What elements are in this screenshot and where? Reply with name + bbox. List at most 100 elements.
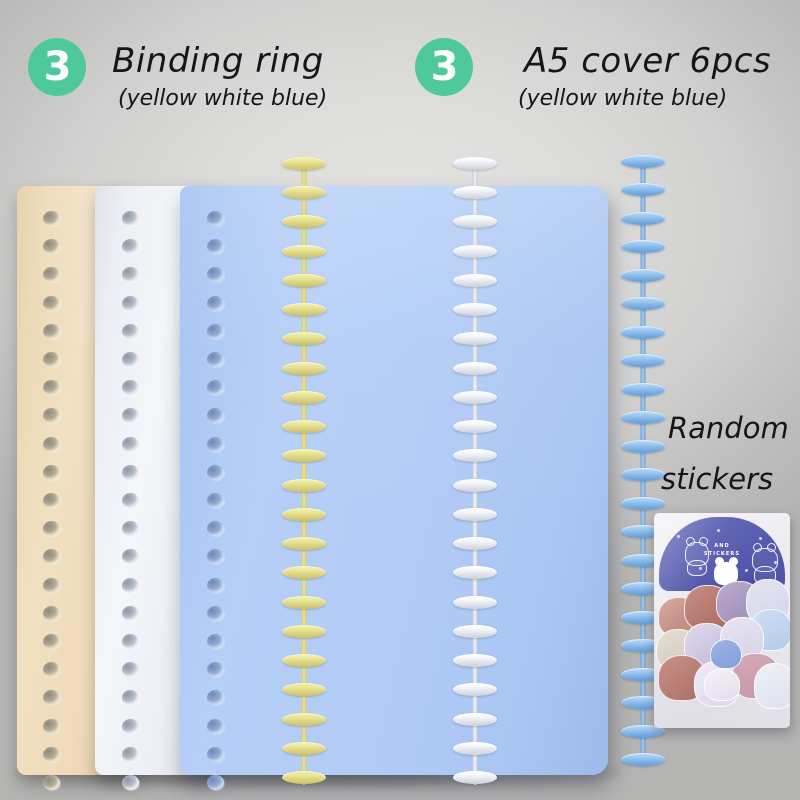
punch-hole [43, 352, 60, 367]
punch-hole [207, 521, 224, 537]
punch-hole [43, 464, 60, 480]
punch-hole [122, 436, 139, 452]
punch-hole [122, 267, 139, 283]
punch-hole [122, 211, 139, 226]
coil-ring [282, 478, 326, 492]
coil-ring [453, 186, 497, 200]
punch-hole [207, 323, 224, 339]
blue-cover [180, 186, 608, 790]
coil-ring [453, 478, 497, 492]
coil-ring [282, 273, 326, 287]
bear-body-icon [687, 560, 707, 576]
white-coil [452, 157, 498, 785]
punch-hole [43, 380, 60, 396]
badge-a5-cover: 3 [415, 38, 473, 96]
coil-ring [282, 449, 326, 463]
punch-hole [207, 605, 224, 621]
random-stickers-label-line1: Random [668, 411, 789, 445]
punch-hole [122, 352, 139, 367]
punch-hole [122, 464, 139, 480]
coil-ring [453, 390, 497, 404]
coil-ring [282, 741, 326, 755]
punch-hole [43, 521, 60, 537]
coil-spine [301, 157, 307, 785]
coil-ring [453, 595, 497, 609]
badge-number: 3 [430, 44, 459, 90]
coil-ring [282, 712, 326, 726]
punch-hole [122, 408, 139, 424]
coil-ring [282, 186, 326, 200]
punch-hole [207, 295, 224, 311]
coil-ring [621, 724, 665, 738]
coil-ring [453, 741, 497, 755]
decor-dot [759, 537, 762, 540]
punch-hole [122, 690, 139, 706]
coil-ring [453, 537, 497, 551]
punch-hole [43, 662, 60, 678]
punch-hole [43, 605, 60, 621]
badge-number: 3 [43, 44, 72, 90]
punch-hole [207, 634, 224, 649]
punch-hole [207, 352, 224, 367]
yellow-coil [281, 157, 327, 785]
coil-ring [453, 566, 497, 580]
punch-hole [122, 775, 139, 790]
coil-ring [453, 273, 497, 287]
coil-ring [282, 157, 326, 170]
coil-ring [621, 468, 665, 482]
punch-hole [207, 549, 224, 565]
punch-hole [43, 323, 60, 339]
coil-ring [621, 297, 665, 311]
a5-cover-title: A5 cover 6pcs [524, 41, 772, 81]
punch-hole [43, 775, 60, 790]
punch-hole [122, 662, 139, 678]
sticker-piece [710, 639, 742, 669]
punch-hole [122, 718, 139, 734]
binding-ring-title: Binding ring [112, 41, 324, 81]
punch-hole [207, 493, 224, 508]
coil-ring [621, 439, 665, 453]
coil-ring [282, 390, 326, 404]
punch-hole [122, 239, 139, 255]
coil-ring [282, 332, 326, 346]
coil-ring [282, 361, 326, 375]
punch-hole [122, 323, 139, 339]
coil-ring [621, 155, 665, 168]
coil-ring [453, 712, 497, 726]
coil-ring [453, 361, 497, 375]
punch-hole [207, 775, 224, 790]
coil-ring [621, 496, 665, 510]
punch-hole [207, 746, 224, 762]
coil-ring [282, 771, 326, 784]
coil-ring [621, 240, 665, 254]
binding-ring-subtitle: (yellow white blue) [118, 86, 328, 111]
coil-ring [282, 507, 326, 521]
punch-hole [122, 521, 139, 537]
punch-hole [122, 577, 139, 593]
punch-hole [207, 718, 224, 734]
coil-ring [453, 654, 497, 668]
punch-hole [43, 211, 60, 226]
coil-ring [282, 537, 326, 551]
punch-hole [43, 577, 60, 593]
coil-ring [282, 683, 326, 697]
sticker-piece [754, 663, 790, 709]
decor-dot [745, 569, 748, 572]
coil-ring [282, 420, 326, 434]
punch-hole [43, 295, 60, 311]
coil-ring [453, 771, 497, 784]
punch-hole [207, 380, 224, 396]
punch-hole [43, 746, 60, 762]
punch-hole [43, 267, 60, 283]
coil-ring [453, 624, 497, 638]
sticker-pack-header-line1: AND [714, 543, 730, 549]
decor-dot [677, 535, 680, 538]
coil-spine [472, 157, 478, 785]
coil-ring [621, 268, 665, 282]
coil-ring [282, 215, 326, 229]
coil-ring [453, 157, 497, 170]
punch-hole [122, 605, 139, 621]
punch-hole [43, 239, 60, 255]
coil-ring [621, 183, 665, 197]
coil-ring [621, 382, 665, 396]
